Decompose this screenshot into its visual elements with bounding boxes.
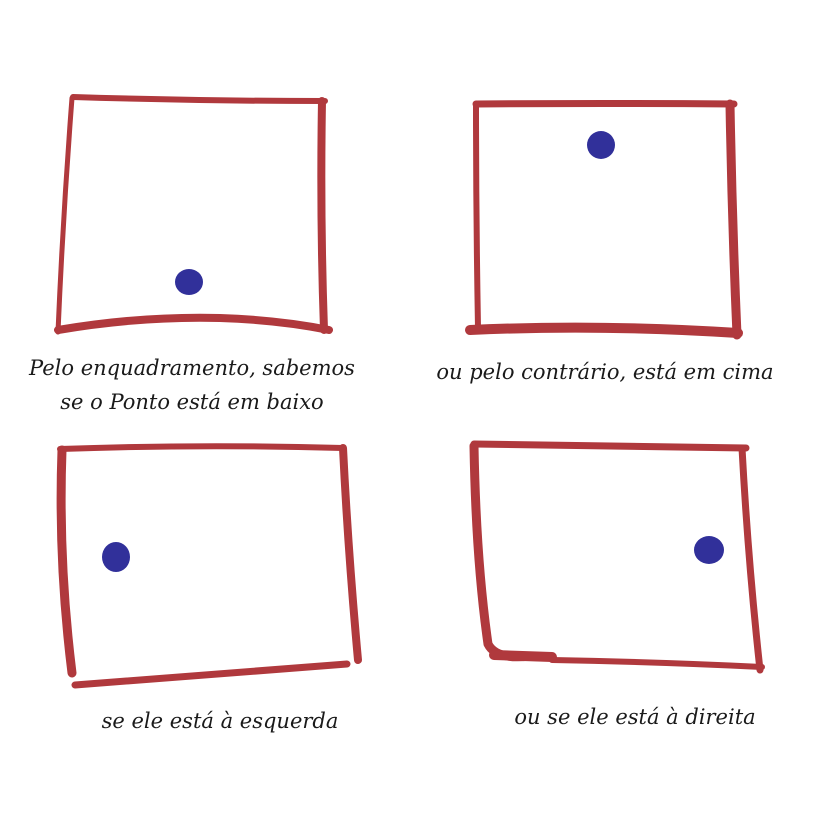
dot bbox=[102, 542, 130, 572]
hand-drawn-frame bbox=[465, 99, 743, 340]
caption-dot-top: ou pelo contrário, está em cima bbox=[430, 355, 780, 389]
caption-dot-bottom: Pelo enquadramento, sabemos se o Ponto e… bbox=[22, 351, 362, 419]
caption-line: se o Ponto está em baixo bbox=[60, 390, 324, 414]
caption-line: ou pelo contrário, está em cima bbox=[436, 360, 774, 384]
caption-line: ou se ele está à direita bbox=[514, 705, 756, 729]
caption-dot-left: se ele está à esquerda bbox=[90, 704, 350, 738]
dot bbox=[587, 131, 615, 159]
dot bbox=[175, 269, 203, 295]
hand-drawn-frame bbox=[56, 443, 362, 689]
hand-drawn-frame bbox=[469, 440, 765, 674]
caption-line: Pelo enquadramento, sabemos bbox=[29, 356, 355, 380]
caption-dot-right: ou se ele está à direita bbox=[490, 700, 780, 734]
caption-line: se ele está à esquerda bbox=[101, 709, 339, 733]
hand-drawn-frame bbox=[54, 94, 333, 335]
dot bbox=[694, 536, 724, 564]
